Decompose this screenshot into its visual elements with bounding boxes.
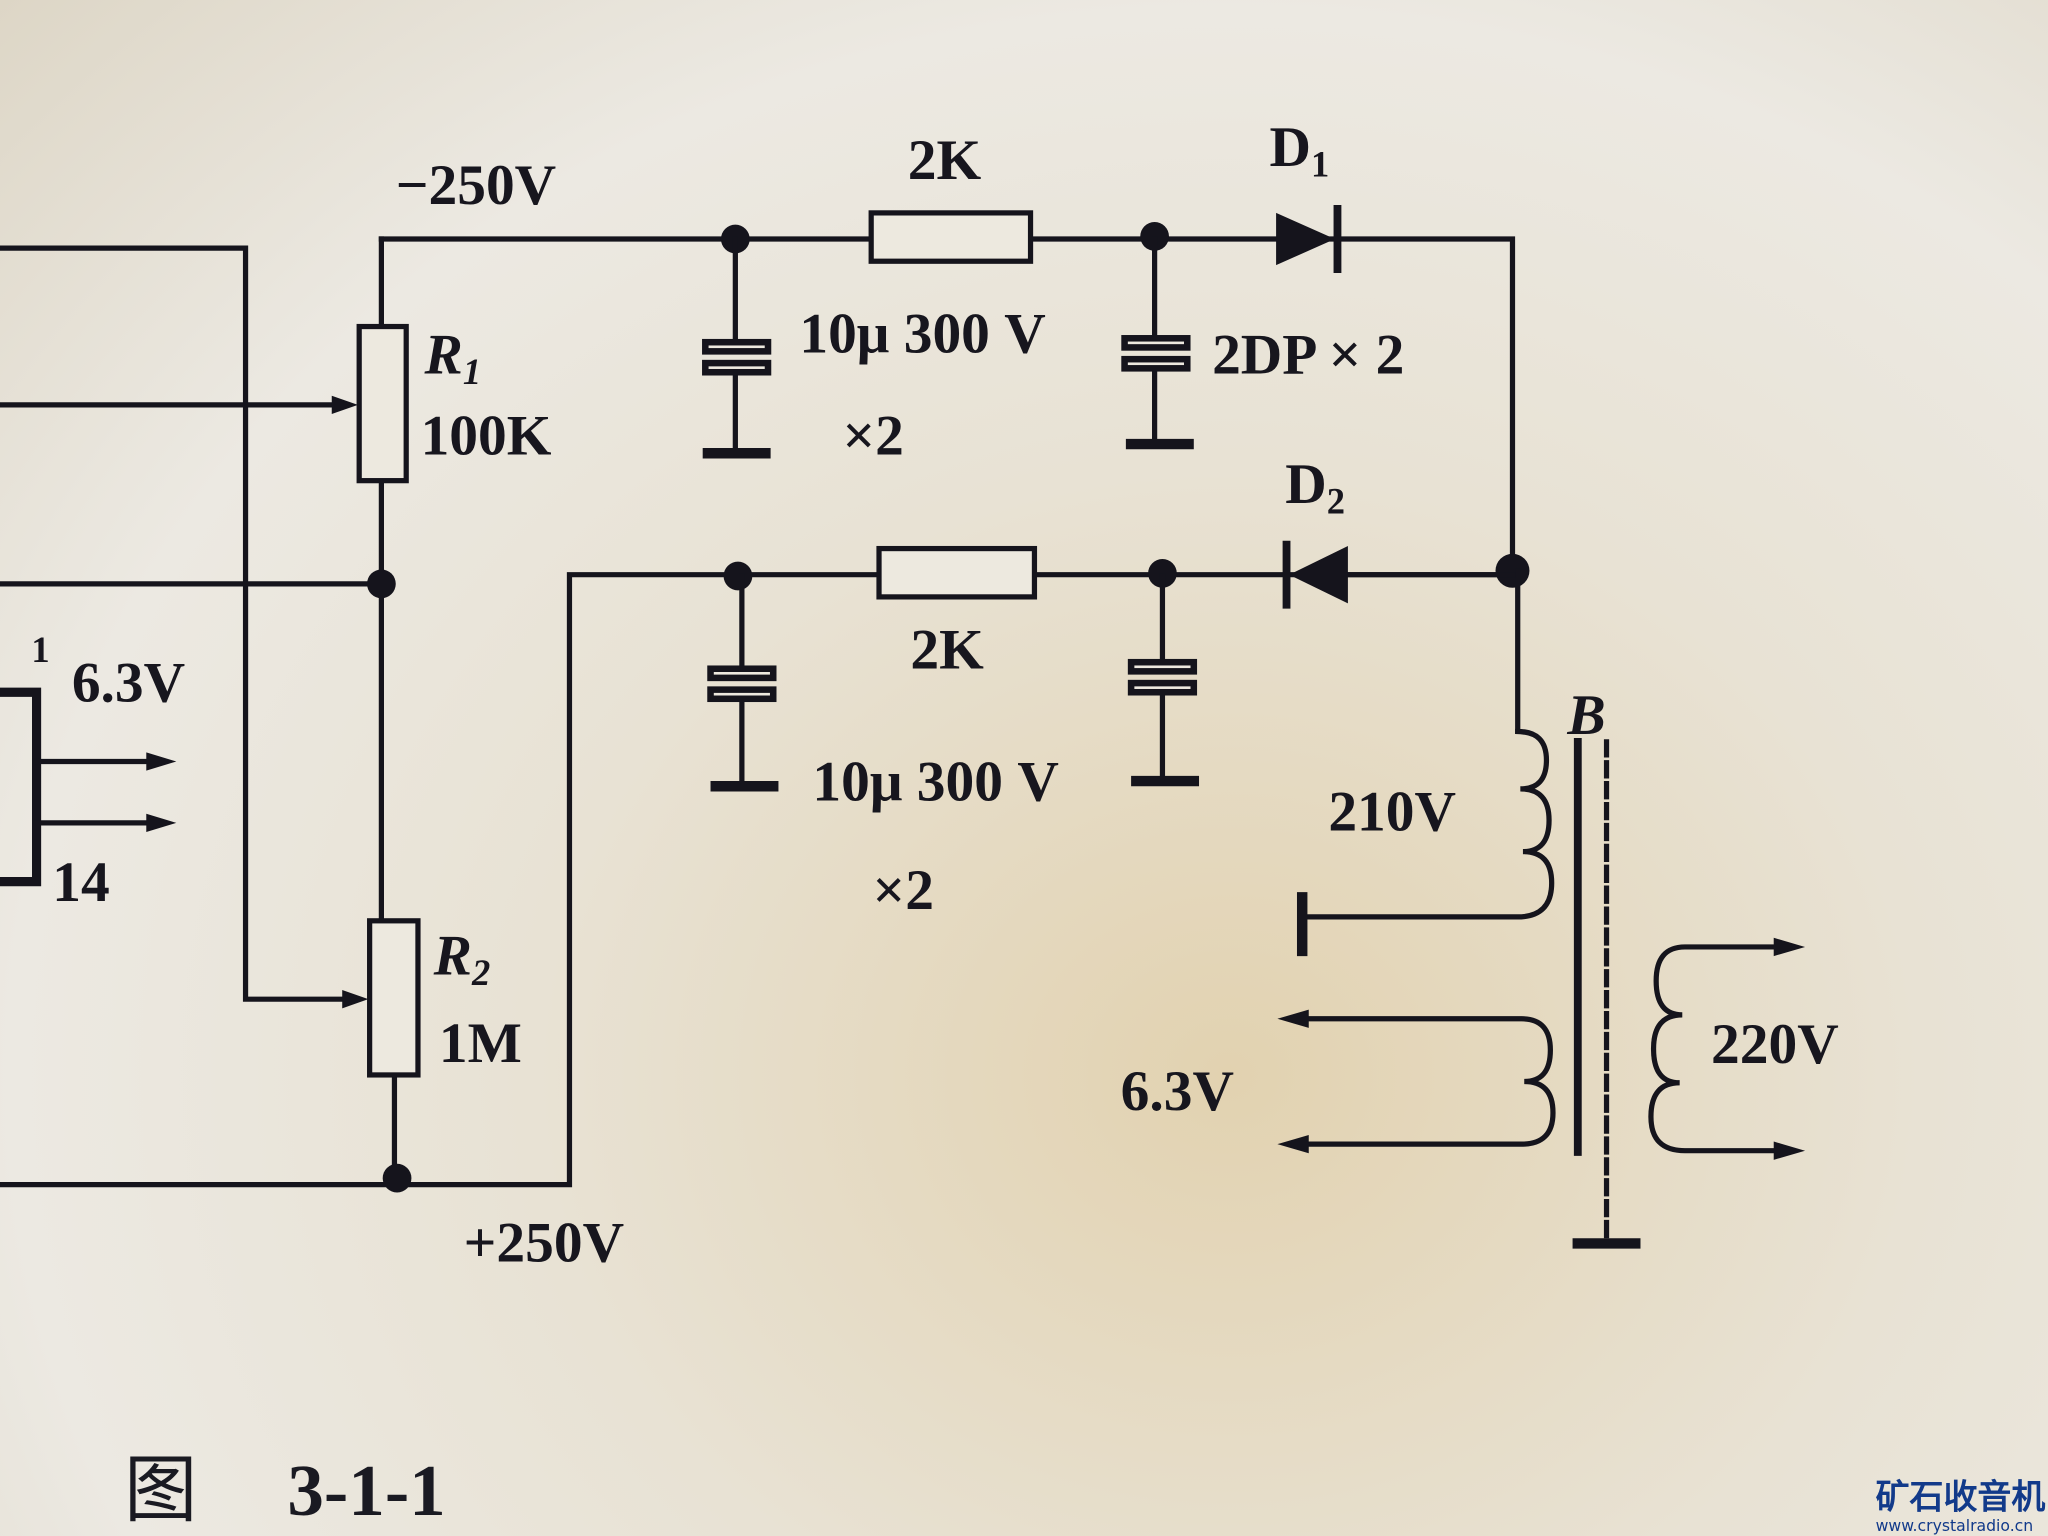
resistor-2k-bottom (876, 545, 1038, 600)
sec-hv-label: 210V (1328, 781, 1456, 844)
transformer-label: B (1566, 684, 1605, 747)
r2-value: 1M (439, 1012, 522, 1075)
resistor-r2 (367, 918, 421, 1078)
watermark-title: 矿石收音机 (1876, 1478, 2046, 1518)
arrow-left-icon (1277, 1135, 1309, 1154)
arrow-right-icon (1773, 1141, 1806, 1160)
diode-d1 (1276, 205, 1342, 273)
figure-caption-number: 3-1-1 (287, 1450, 445, 1531)
neg-rail-label: −250V (396, 154, 556, 217)
left-voltage: 6.3V (72, 651, 185, 714)
left-pin-top: 1 (31, 629, 49, 670)
left-pin-bottom: 14 (52, 851, 109, 914)
arrow-right-icon (1773, 937, 1806, 957)
capacitor-bottom-left (707, 573, 779, 792)
r1-label: R1 (423, 324, 481, 392)
diode-type-label: 2DP × 2 (1212, 324, 1404, 387)
transformer-b (1277, 568, 1806, 1249)
coil-6v3 (1303, 1016, 1556, 1147)
junction-node (367, 569, 396, 599)
d1-label: D1 (1270, 116, 1330, 184)
junction-node (723, 561, 753, 591)
r2-label: R2 (433, 924, 491, 992)
coil-210v (1299, 728, 1555, 920)
r1-value: 100K (421, 405, 552, 468)
sec-fil-label: 6.3V (1121, 1060, 1234, 1123)
cap-top-label: 10μ 300 V (799, 303, 1045, 366)
figure-caption-prefix: 图 (124, 1450, 197, 1531)
tube-socket (0, 687, 177, 887)
watermark-url: www.crystalradio.cn (1876, 1516, 2034, 1535)
junction-node (1495, 553, 1530, 588)
bottom-filter (707, 540, 1530, 792)
junction-node (382, 1163, 412, 1193)
cap-top-mult: ×2 (842, 405, 903, 468)
pos-rail-label: +250V (464, 1212, 624, 1275)
r1-wiper-arrow-icon (331, 395, 358, 415)
arrow-right-icon (146, 752, 177, 771)
d2-label: D2 (1285, 453, 1345, 521)
coil-220v (1648, 944, 1779, 1154)
diode-d2 (1282, 540, 1348, 609)
left-wiring (0, 236, 1521, 1193)
resistor-2k-top (868, 210, 1034, 264)
primary-label: 220V (1711, 1013, 1839, 1076)
arrow-left-icon (1277, 1009, 1309, 1028)
resistor-r1 (356, 323, 409, 484)
r2-wiper-arrow-icon (342, 990, 369, 1009)
capacitor-top-right (1121, 236, 1194, 450)
arrow-right-icon (146, 813, 177, 832)
cap-bottom-label: 10μ 300 V (812, 751, 1058, 814)
capacitor-top-left (702, 236, 772, 459)
capacitor-bottom-right (1127, 573, 1200, 787)
r-top-label: 2K (908, 129, 982, 192)
cap-bottom-mult: ×2 (872, 859, 933, 922)
r-bottom-label: 2K (910, 619, 984, 682)
top-filter (702, 205, 1342, 459)
